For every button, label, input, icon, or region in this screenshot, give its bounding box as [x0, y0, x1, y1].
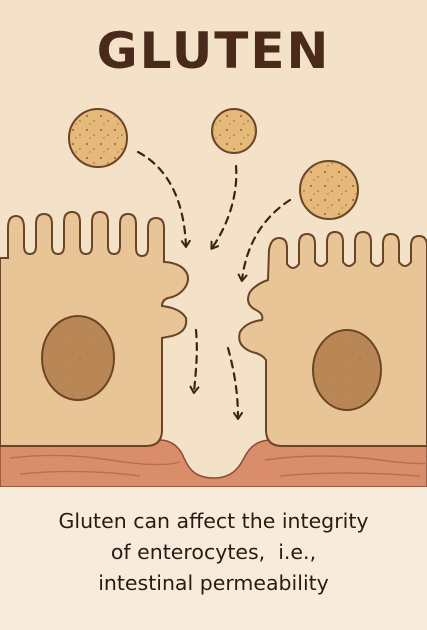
caption: Gluten can affect the integrity of enter… [0, 506, 427, 599]
gluten-particle-icon [211, 108, 257, 154]
caption-line-3: intestinal permeability [98, 571, 329, 595]
dashed-arrow-icon [210, 164, 238, 250]
dashed-arrow-icon [226, 346, 243, 420]
caption-band [0, 487, 427, 630]
gluten-particle-icon [68, 108, 128, 168]
caption-line-1: Gluten can affect the integrity [58, 509, 369, 533]
tissue-layer [0, 439, 427, 488]
poster-title: GLUTEN [96, 22, 331, 80]
gluten-particle-icon [299, 160, 359, 220]
dashed-arrow-icon [136, 150, 191, 248]
dashed-arrow-icon [189, 328, 200, 394]
caption-line-2: of enterocytes, i.e., [110, 540, 317, 564]
